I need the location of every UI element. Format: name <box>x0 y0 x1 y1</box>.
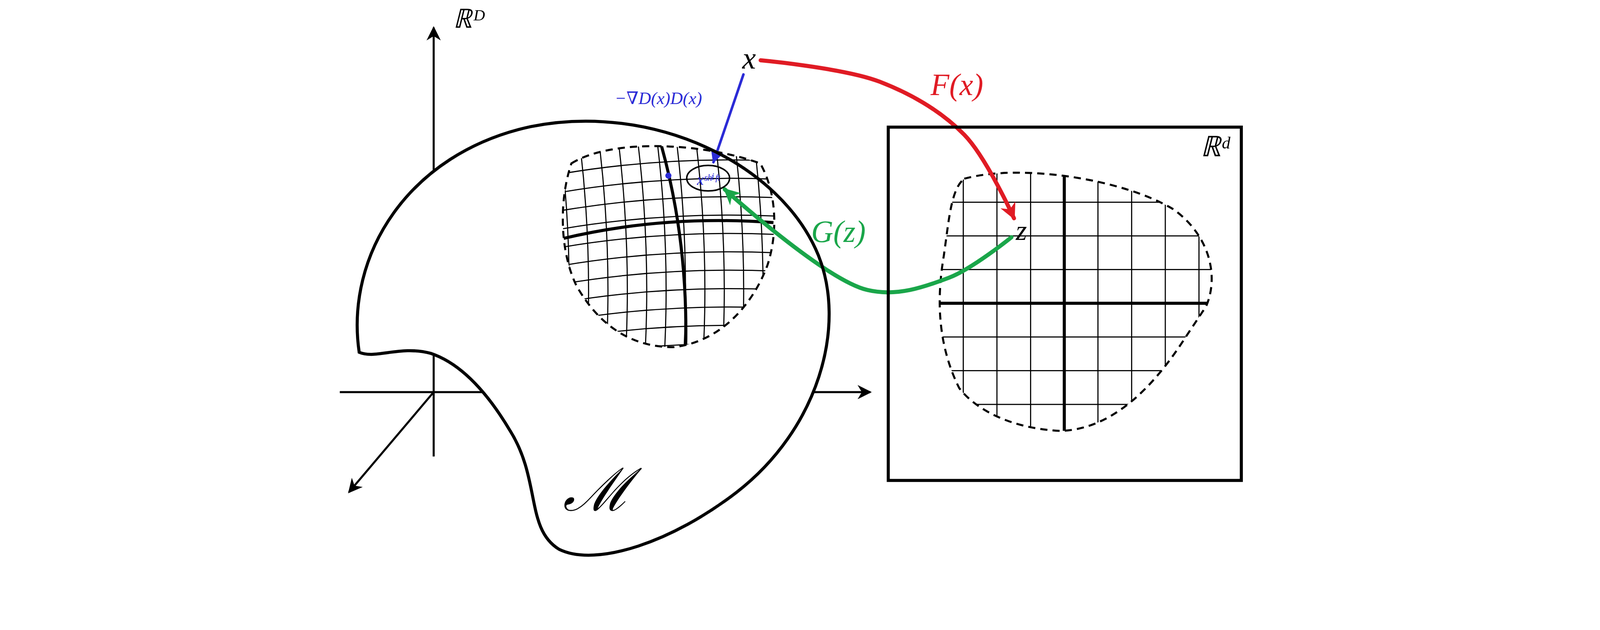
grid-line <box>550 251 786 268</box>
grid-line <box>928 235 1225 237</box>
grid-line <box>578 132 589 358</box>
coordinate-grid <box>928 163 1225 439</box>
label-holder: F(x) <box>930 69 984 100</box>
grid-line <box>928 201 1225 203</box>
grid-line <box>928 437 1225 439</box>
manifold-region: xˢʰⁱᶠᵗℳ <box>346 114 833 564</box>
grid-line <box>636 132 648 358</box>
region-label: ℝᵈ <box>1200 132 1230 162</box>
shift-dot <box>665 172 672 179</box>
region-label: ℳ <box>563 461 632 521</box>
latent-space-box: z ℝᵈ <box>886 125 1243 482</box>
chart-axis <box>561 220 774 239</box>
grid-line <box>928 302 1225 304</box>
grid-line <box>928 268 1225 270</box>
math-label: xˢʰⁱᶠᵗ <box>696 172 720 188</box>
grid-line <box>928 403 1225 405</box>
point-label: z <box>1012 215 1031 246</box>
grid-line <box>928 167 1225 170</box>
label-holder: G(z) <box>811 216 866 248</box>
grid-line <box>550 233 786 250</box>
chart-grid <box>550 123 786 360</box>
shift-ellipse: xˢʰⁱᶠᵗ <box>685 163 731 192</box>
grid-line <box>550 324 786 341</box>
grid-line <box>1029 163 1032 439</box>
grid-line <box>1131 163 1133 439</box>
grid-line <box>550 306 786 323</box>
label-holder: ℳ <box>563 461 632 521</box>
ellipse-outline <box>686 164 730 191</box>
label-holder: −∇D(x)D(x) <box>614 89 702 109</box>
math-label: z <box>1015 216 1027 246</box>
grid-line <box>656 132 667 358</box>
grid-line <box>772 132 783 358</box>
math-label: x <box>742 42 756 74</box>
manifold-outline <box>357 121 829 555</box>
grid-line <box>928 335 1225 338</box>
gradient-arrow <box>713 74 744 162</box>
grid-line <box>1063 163 1066 439</box>
grid-line <box>1097 163 1099 439</box>
grid-line <box>550 269 786 286</box>
label-holder: ℝᴰ <box>453 6 486 33</box>
edge-label: G(z) <box>811 216 866 248</box>
edge-label: F(x) <box>930 69 984 100</box>
grid-line <box>550 178 786 195</box>
grid-line <box>996 163 998 439</box>
label-holder: ℝᵈ <box>1200 132 1230 162</box>
grid-line <box>550 123 786 140</box>
grid-line <box>1164 163 1167 439</box>
grid-line <box>617 132 628 358</box>
chart-patch <box>562 145 775 347</box>
manifold-fill <box>357 121 829 555</box>
grid-line <box>550 141 786 158</box>
grid-line <box>928 369 1225 372</box>
space-label: ℝᴰ <box>453 6 486 33</box>
point-label: x <box>739 41 759 75</box>
chart-axis <box>661 144 686 345</box>
grid-line <box>1198 163 1200 439</box>
grid-line <box>928 163 931 439</box>
grid-line <box>962 163 964 439</box>
axis-line <box>349 391 434 492</box>
edge-label: −∇D(x)D(x) <box>614 89 702 108</box>
domain-patch <box>939 172 1212 431</box>
chart-axis <box>936 301 1213 305</box>
grid-line <box>597 132 608 358</box>
decoder-arrow <box>724 189 1012 292</box>
